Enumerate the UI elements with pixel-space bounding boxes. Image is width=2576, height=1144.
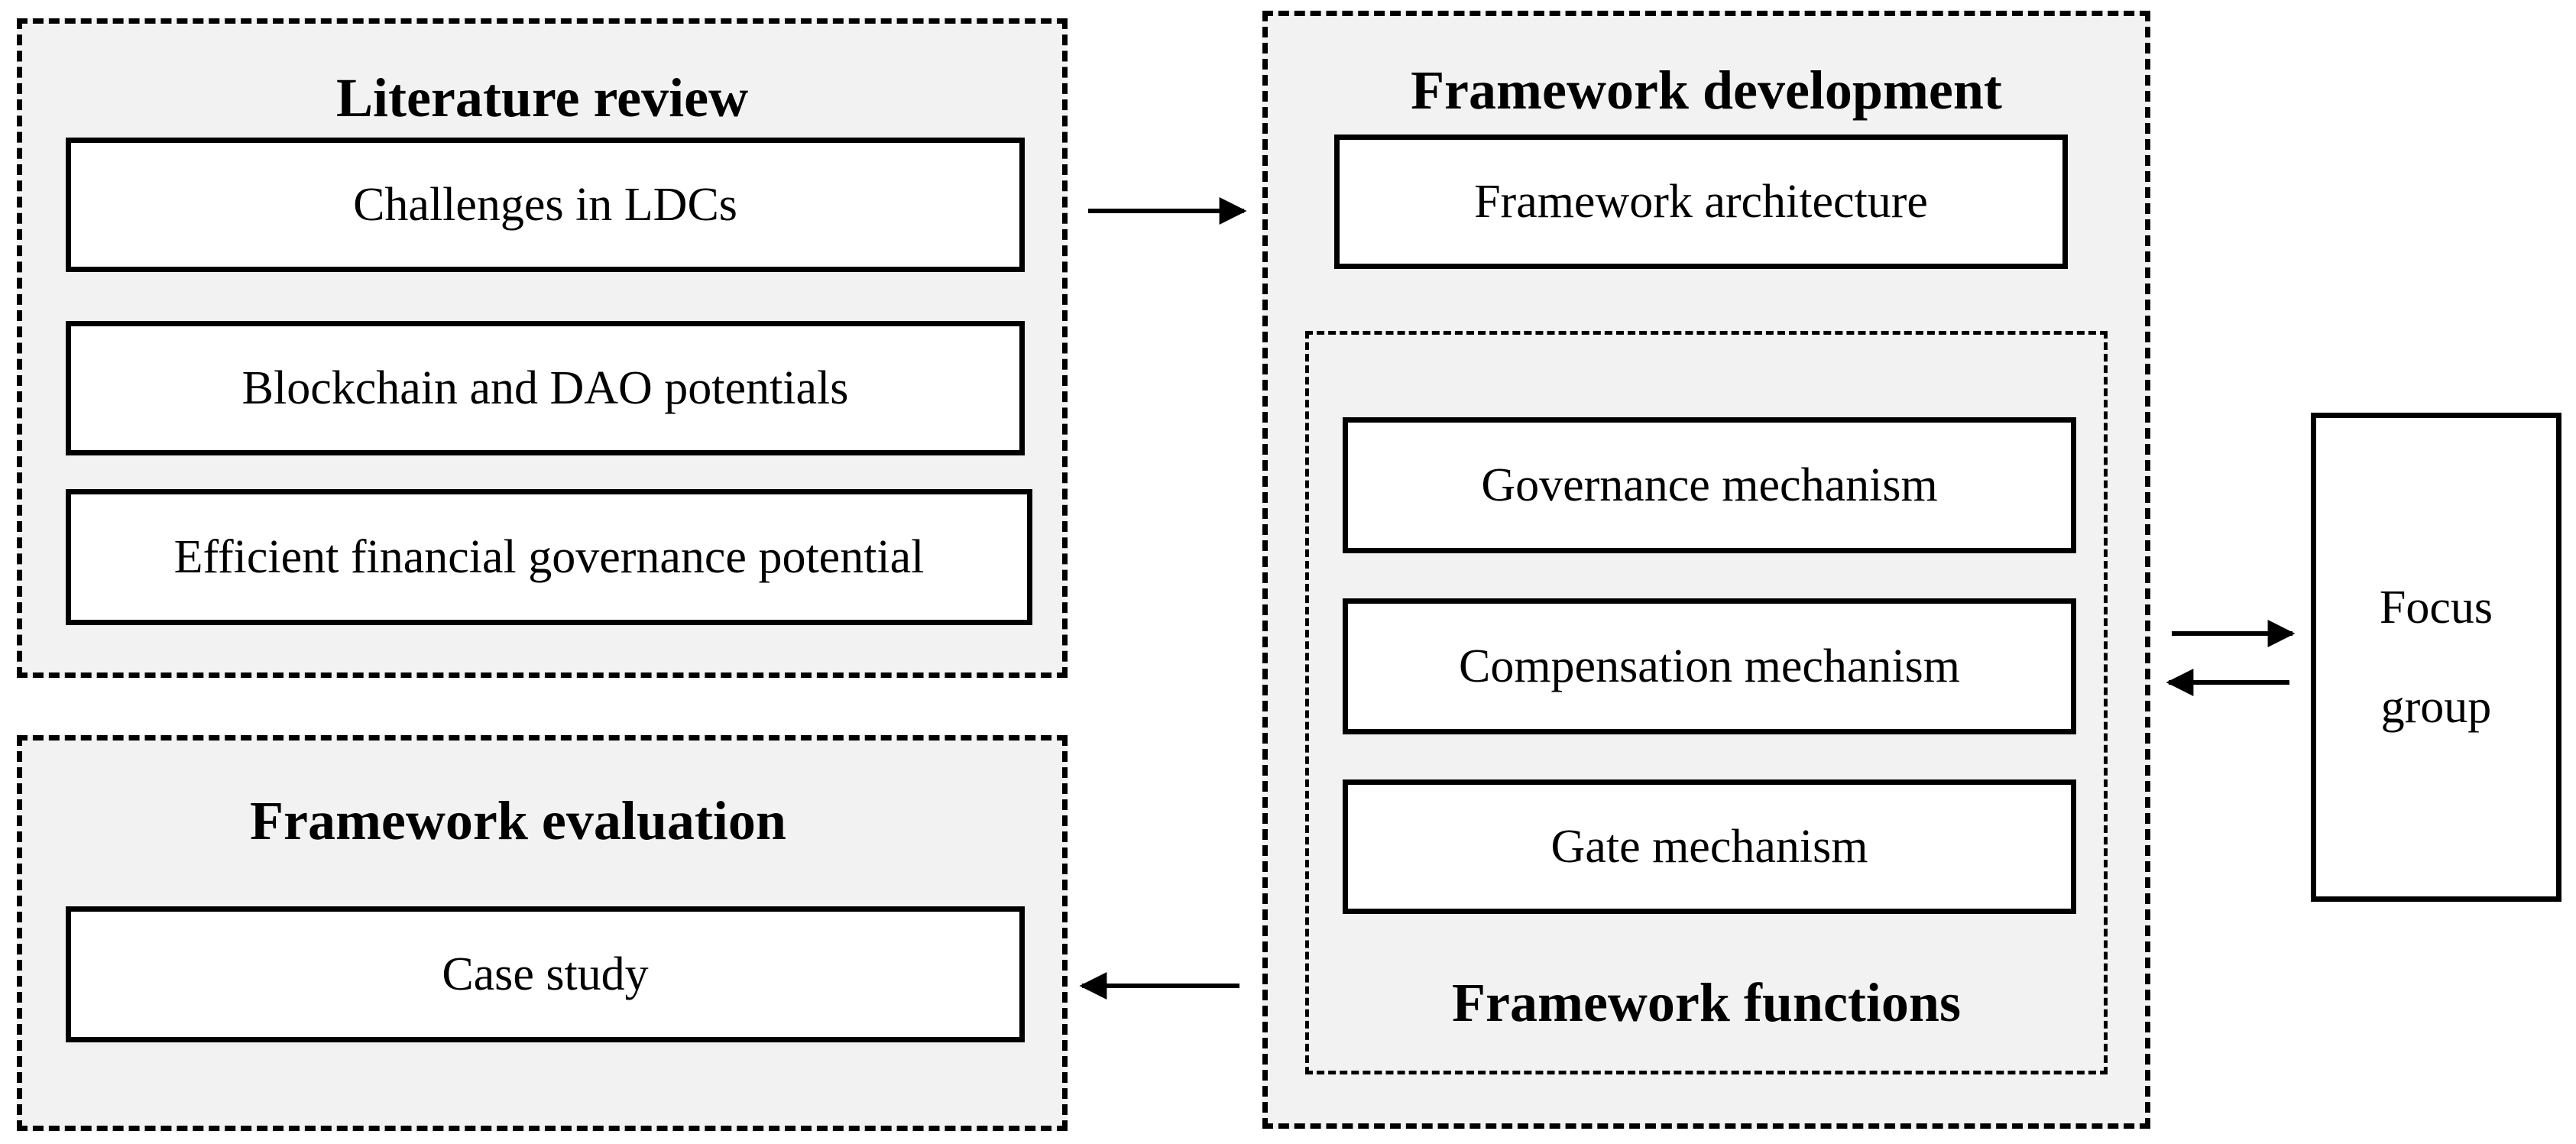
gate-mechanism-box: Gate mechanism [1343, 779, 2076, 914]
literature-review-title: Literature review [335, 67, 749, 128]
challenges-in-ldcs-box: Challenges in LDCs [66, 138, 1025, 272]
blockchain-dao-potentials-box: Blockchain and DAO potentials [66, 321, 1025, 455]
framework-evaluation-title: Framework evaluation [250, 790, 786, 851]
framework-architecture-box: Framework architecture [1334, 134, 2068, 269]
financial-governance-potential-box: Efficient financial governance potential [66, 489, 1032, 625]
compensation-mechanism-box: Compensation mechanism [1343, 598, 2076, 734]
case-study-box: Case study [66, 906, 1025, 1042]
framework-functions-title: Framework functions [1452, 972, 1961, 1033]
framework-development-title: Framework development [1411, 60, 2002, 121]
framework-functions-group [1305, 331, 2108, 1074]
focus-group-box: Focus group [2311, 413, 2561, 902]
focus-group-line1: Focus [2379, 581, 2493, 634]
focus-group-line2: group [2380, 681, 2492, 733]
governance-mechanism-box: Governance mechanism [1343, 417, 2076, 553]
